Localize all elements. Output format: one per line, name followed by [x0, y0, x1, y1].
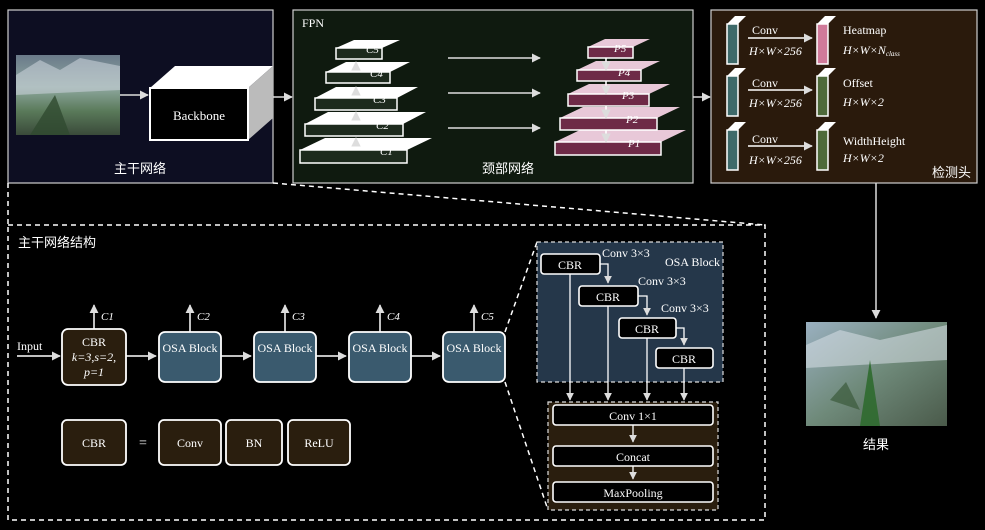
osa-block-label: OSA Block	[257, 341, 312, 355]
head-row-offset: Conv H×W×256 Offset H×W×2	[726, 68, 884, 117]
head-row-heatmap: Conv H×W×256 Heatmap H×W×Nclass	[726, 16, 900, 65]
detection-head-panel: Conv H×W×256 Heatmap H×W×Nclass Conv H×W…	[710, 9, 978, 184]
osa-detail-title: OSA Block	[665, 255, 720, 269]
head-conv-label: Conv	[752, 132, 778, 146]
result-image	[806, 322, 947, 426]
input-image	[16, 55, 120, 135]
fpn-caption: 颈部网络	[482, 161, 534, 177]
fpn-left-pyramid: C5 C4 C3 C2 C1	[299, 40, 432, 164]
osa-tail-panel: Conv 1×1 Concat MaxPooling	[547, 401, 719, 511]
tap-c4: C4	[387, 311, 400, 323]
fpn-lateral-arrows	[448, 53, 541, 133]
tap-c2: C2	[197, 311, 210, 323]
fpn-c1-label: C1	[380, 146, 393, 158]
tap-c5: C5	[481, 311, 494, 323]
legend-equals: =	[139, 436, 147, 451]
tail-maxpooling: MaxPooling	[603, 486, 662, 500]
osa-block-3: OSA Block	[348, 331, 412, 383]
input-label: Input	[17, 339, 43, 353]
fpn-p5-label: P5	[613, 43, 627, 55]
fpn-panel: FPN C5 C4 C3 C2 C1	[292, 9, 694, 184]
tail-concat: Concat	[616, 450, 651, 464]
heatmap-label: Heatmap	[843, 23, 886, 37]
osa-conv-3: Conv 3×3	[661, 301, 709, 315]
cbr-legend: CBR = Conv BN ReLU	[61, 419, 351, 466]
osa-conv-1: Conv 3×3	[602, 246, 650, 260]
fpn-right-pyramid: P5 P4 P3 P2 P1	[554, 39, 686, 156]
offset-dim: H×W×2	[842, 95, 884, 109]
osa-cbr-1: CBR	[558, 258, 582, 272]
stage-output-taps: C1 C2 C3 C4 C5	[89, 304, 494, 332]
head-caption: 检测头	[932, 166, 971, 181]
osa-block-1: OSA Block	[158, 331, 222, 383]
offset-label: Offset	[843, 76, 873, 90]
fpn-c2-label: C2	[376, 120, 389, 132]
tap-c1: C1	[101, 311, 114, 323]
legend-bn: BN	[246, 436, 263, 450]
backbone-caption: 主干网络	[114, 161, 166, 177]
osa-block-2: OSA Block	[253, 331, 317, 383]
backbone-panel: Backbone 主干网络	[7, 9, 274, 184]
head-conv-label: Conv	[752, 23, 778, 37]
tap-c3: C3	[292, 311, 305, 323]
widthheight-label: WidthHeight	[843, 134, 906, 148]
fpn-p4-label: P4	[617, 67, 631, 79]
osa-cbr-2: CBR	[596, 290, 620, 304]
fpn-c4-label: C4	[370, 68, 383, 80]
head-conv-dim: H×W×256	[748, 96, 802, 110]
widthheight-dim: H×W×2	[842, 151, 884, 165]
head-conv-dim: H×W×256	[748, 44, 802, 58]
osa-block-detail: OSA Block CBR CBR CBR CBR Conv 3×3 Conv …	[536, 241, 724, 401]
fpn-title: FPN	[302, 16, 324, 30]
legend-cbr: CBR	[82, 436, 106, 450]
backbone-label: Backbone	[173, 108, 225, 123]
legend-relu: ReLU	[304, 436, 334, 450]
heatmap-dim: H×W×Nclass	[842, 43, 900, 58]
result-caption: 结果	[863, 438, 889, 453]
fpn-p2-label: P2	[625, 114, 639, 126]
stem-cbr-params: k=3,s=2,	[72, 350, 116, 364]
backbone-box: Backbone	[149, 66, 273, 141]
stem-cbr-padding: p=1	[83, 365, 104, 379]
fpn-p1-label: P1	[627, 138, 640, 150]
osa-conv-2: Conv 3×3	[638, 274, 686, 288]
backbone-detail-panel: 主干网络结构 Input CBR k=3,s=2, p=1 OSA Block …	[7, 224, 766, 521]
head-row-widthheight: Conv H×W×256 WidthHeight H×W×2	[726, 122, 906, 171]
fpn-p3-label: P3	[621, 90, 635, 102]
osa-block-label: OSA Block	[446, 341, 501, 355]
detail-title: 主干网络结构	[18, 235, 96, 251]
osa-block-4: OSA Block	[442, 331, 506, 383]
stem-cbr-block: CBR k=3,s=2, p=1	[61, 328, 127, 386]
legend-conv: Conv	[177, 436, 203, 450]
osa-block-label: OSA Block	[162, 341, 217, 355]
head-conv-dim: H×W×256	[748, 153, 802, 167]
osa-block-label: OSA Block	[352, 341, 407, 355]
osa-cbr-3: CBR	[635, 322, 659, 336]
fpn-c3-label: C3	[373, 94, 386, 106]
head-conv-label: Conv	[752, 76, 778, 90]
osa-cbr-4: CBR	[672, 352, 696, 366]
stem-cbr-label: CBR	[82, 335, 106, 349]
fpn-c5-label: C5	[366, 44, 379, 56]
tail-conv1x1: Conv 1×1	[609, 409, 657, 423]
